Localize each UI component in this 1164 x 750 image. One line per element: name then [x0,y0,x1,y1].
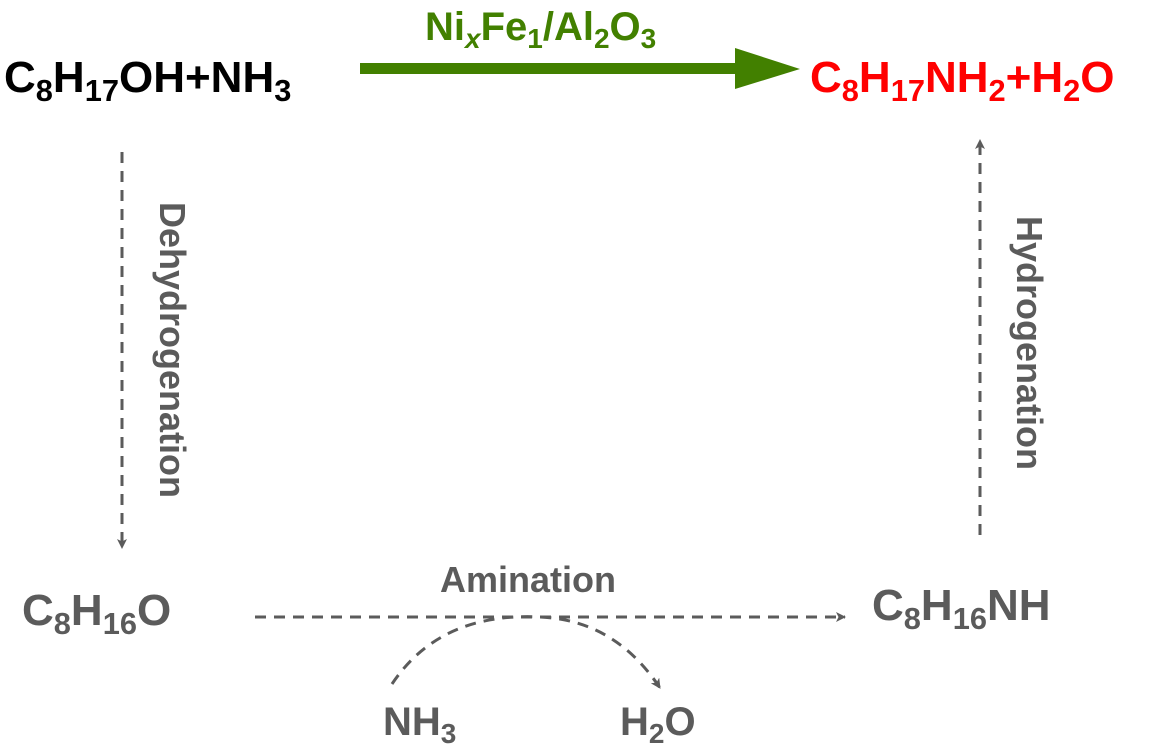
intermediate-ketone-formula: C8H16O [22,586,171,641]
reactants-formula: C8H17OH+NH3 [4,53,291,108]
dehydrogenation-label: Dehydrogenation [152,202,193,498]
nh3-h2o-curved-arrow [390,615,662,689]
h2o-byproduct: H2O [620,700,696,749]
intermediate-imine-formula: C8H16NH [872,581,1051,636]
main-reaction-arrow [360,48,800,89]
catalyst-label: NixFe1/Al2O3 [425,5,656,54]
hydrogenation-label: Hydrogenation [1009,216,1050,470]
products-formula: C8H17NH2+H2O [810,53,1115,108]
nh3-reagent: NH3 [383,700,456,749]
amination-label: Amination [440,559,616,600]
